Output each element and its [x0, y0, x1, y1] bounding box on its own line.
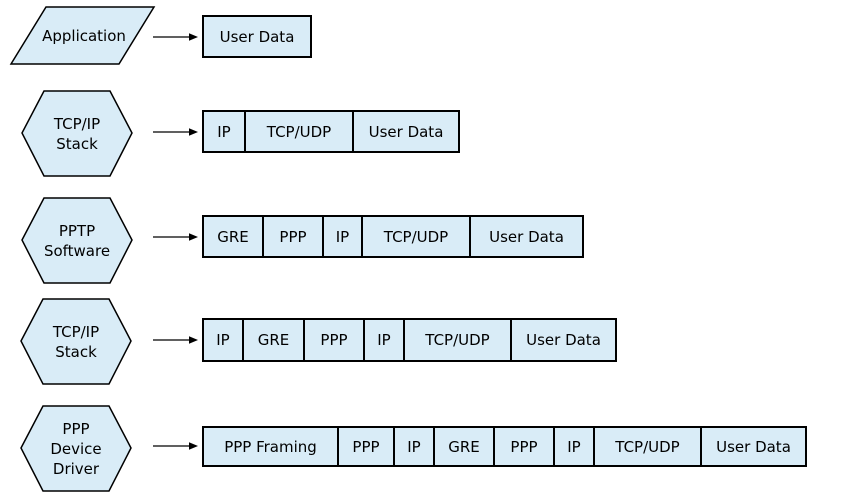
shape-label-line: TCP/IP: [53, 114, 101, 133]
packet-segment: IP: [322, 217, 361, 256]
packet-segment: User Data: [510, 320, 615, 360]
shape-label-line: TCP/IP: [52, 322, 100, 341]
packet-segment: IP: [216, 331, 230, 349]
arrow-icon: [153, 336, 198, 344]
packet-segment: User Data: [219, 27, 295, 46]
shape-label-line: Device: [50, 439, 102, 458]
packet-segment: PPP: [337, 428, 393, 465]
packet-box-tcpip-2: IP GRE PPP IP TCP/UDP User Data: [202, 318, 617, 362]
packet-box-tcpip-1: IP TCP/UDP User Data: [202, 110, 460, 153]
shape-label: TCP/IP Stack: [20, 89, 134, 178]
packet-segment: User Data: [700, 428, 805, 465]
packet-box-application: User Data: [202, 15, 312, 58]
shape-label-line: Stack: [56, 134, 98, 153]
packet-segment: IP: [553, 428, 593, 465]
packet-box-ppp-driver: PPP Framing PPP IP GRE PPP IP TCP/UDP Us…: [202, 426, 807, 467]
packet-segment: User Data: [352, 112, 458, 151]
arrow-icon: [153, 442, 198, 450]
arrow-icon: [153, 128, 198, 136]
hexagon-icon: [21, 90, 133, 177]
shape-label-line: PPP: [62, 419, 90, 438]
shape-label-line: PPTP: [58, 221, 96, 240]
shape-label: Application: [8, 5, 160, 67]
packet-segment: PPP Framing: [224, 437, 317, 456]
application-shape: Application: [8, 5, 160, 67]
tcpip-stack-shape-1: TCP/IP Stack: [20, 89, 134, 178]
packet-segment: PPP: [262, 217, 322, 256]
packet-segment: TCP/UDP: [403, 320, 510, 360]
packet-segment: IP: [393, 428, 433, 465]
packet-segment: User Data: [469, 217, 582, 256]
packet-box-pptp: GRE PPP IP TCP/UDP User Data: [202, 215, 584, 258]
shape-label-line: Application: [42, 27, 126, 45]
shape-label: TCP/IP Stack: [19, 297, 133, 386]
packet-segment: TCP/UDP: [244, 112, 352, 151]
pptp-software-shape: PPTP Software: [20, 196, 134, 285]
ppp-device-driver-shape: PPP Device Driver: [19, 404, 133, 493]
packet-segment: GRE: [242, 320, 303, 360]
parallelogram-icon: [9, 6, 156, 65]
shape-label-line: Stack: [55, 342, 97, 361]
packet-segment: PPP: [493, 428, 553, 465]
packet-segment: TCP/UDP: [593, 428, 700, 465]
hexagon-icon: [21, 197, 133, 284]
arrow-icon: [153, 33, 198, 41]
shape-label: PPTP Software: [20, 196, 134, 285]
packet-segment: IP: [363, 320, 403, 360]
packet-segment: IP: [217, 122, 231, 141]
packet-segment: GRE: [433, 428, 493, 465]
tcpip-stack-shape-2: TCP/IP Stack: [19, 297, 133, 386]
packet-segment: TCP/UDP: [361, 217, 469, 256]
shape-label-line: Driver: [52, 459, 100, 478]
packet-segment: GRE: [217, 227, 249, 246]
hexagon-icon: [20, 298, 132, 385]
packet-segment: PPP: [303, 320, 363, 360]
arrow-icon: [153, 233, 198, 241]
shape-label-line: Software: [43, 241, 111, 260]
shape-label: PPP Device Driver: [19, 404, 133, 493]
hexagon-icon: [20, 405, 132, 492]
